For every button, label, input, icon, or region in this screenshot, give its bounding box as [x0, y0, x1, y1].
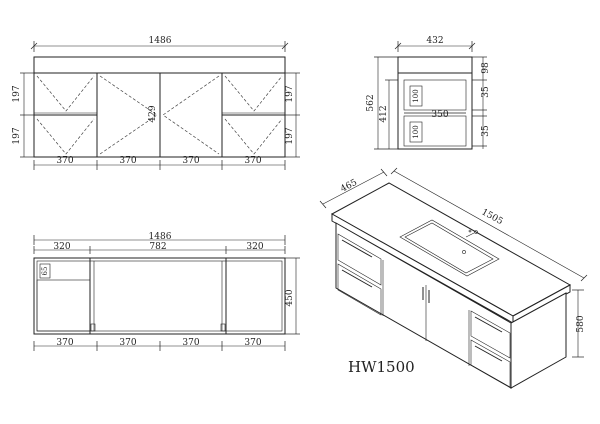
front-drawer-height-left-bottom: 197 — [12, 127, 22, 144]
plan-cab-width-1: 370 — [56, 338, 73, 348]
side-inner-width: 350 — [431, 110, 448, 120]
side-height-total: 562 — [366, 94, 376, 111]
side-view: 432 100 100 350 562 412 98 35 35 — [366, 36, 491, 150]
side-depth: 432 — [426, 36, 443, 46]
front-cab-width-2: 370 — [119, 156, 136, 166]
side-drawer-gap-bottom: 35 — [481, 125, 491, 137]
plan-middle-section: 782 — [149, 242, 166, 252]
side-drawer-gap-top: 35 — [481, 86, 491, 98]
side-top-gap: 98 — [481, 62, 491, 74]
plan-cab-width-2: 370 — [119, 338, 136, 348]
plan-cab-width-3: 370 — [182, 338, 199, 348]
plan-right-section: 320 — [246, 242, 263, 252]
front-view: 1486 197 197 — [12, 36, 300, 170]
plan-left-section: 320 — [53, 242, 70, 252]
front-overall-width: 1486 — [149, 36, 172, 46]
iso-width: 1505 — [480, 207, 505, 227]
side-label-100-top: 100 — [412, 89, 420, 102]
iso-depth: 465 — [339, 178, 359, 195]
front-drawer-height-right-bottom: 197 — [285, 127, 295, 144]
plan-cab-width-4: 370 — [244, 338, 261, 348]
front-drawer-height-left-top: 197 — [12, 85, 22, 102]
front-drawer-height-right-top: 197 — [285, 85, 295, 102]
plan-label-65: 65 — [41, 267, 49, 276]
front-door-height: 429 — [148, 105, 158, 122]
side-label-100-bottom: 100 — [412, 125, 420, 138]
plan-overall-width: 1486 — [149, 232, 172, 242]
front-cab-width-4: 370 — [244, 156, 261, 166]
plan-height: 450 — [285, 289, 295, 306]
side-height-inner: 412 — [379, 105, 389, 122]
model-label: HW1500 — [348, 358, 415, 376]
plan-view: 1486 320 782 320 65 450 — [33, 232, 300, 351]
isometric-view: 465 1505 — [319, 167, 588, 389]
front-cab-width-1: 370 — [56, 156, 73, 166]
iso-height: 580 — [576, 315, 586, 332]
front-cab-width-3: 370 — [182, 156, 199, 166]
